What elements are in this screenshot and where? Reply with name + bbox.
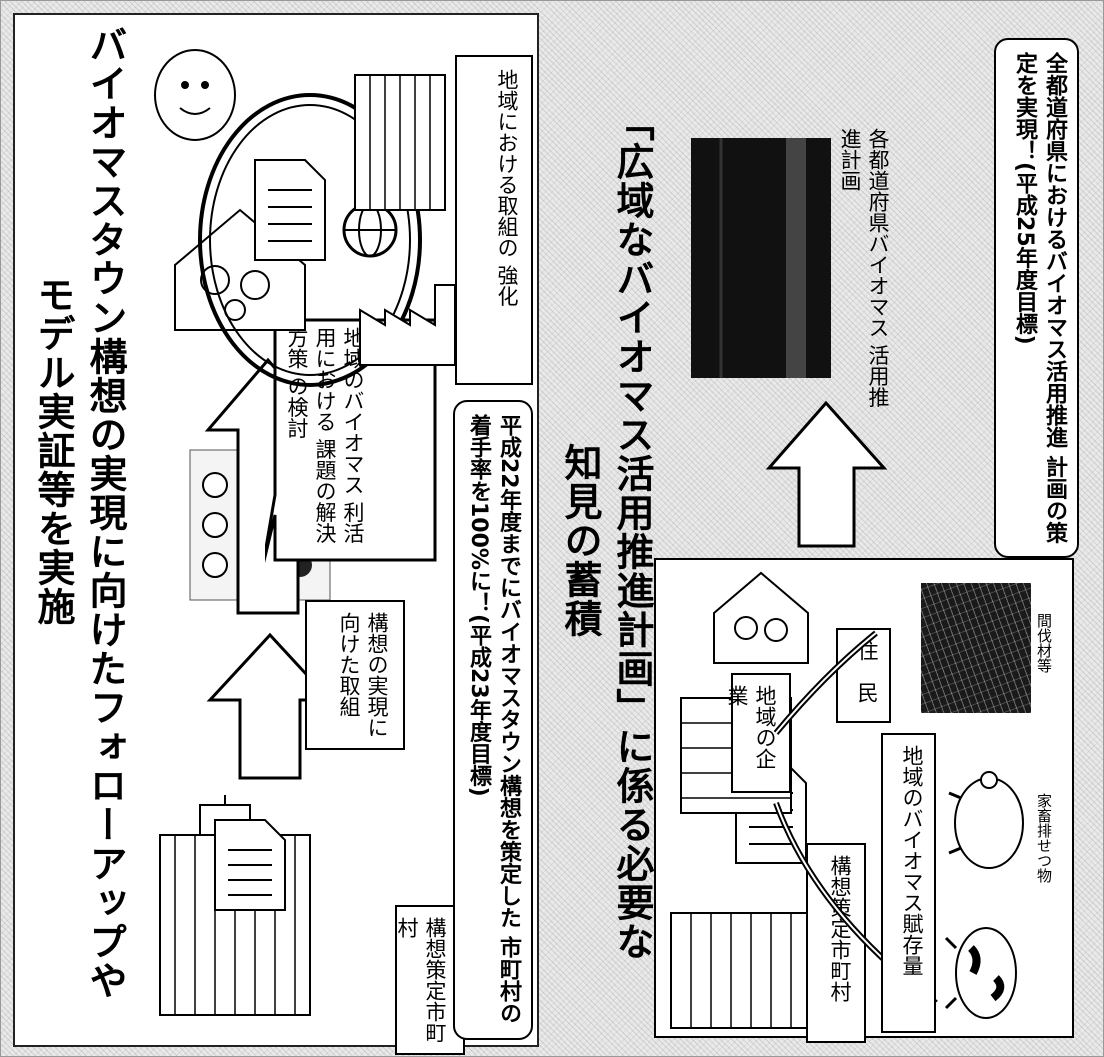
bottom-title-line1: 「広域なバイオマス活用推進計画」に係る必要な (610, 103, 654, 961)
company-label: 地域の企業 (725, 685, 777, 769)
callout-line-3: 課題の解決方策 (285, 327, 337, 544)
family-house-icon (713, 571, 809, 664)
bottom-goal-box: 全都道府県におけるバイオマス活用推進 計画の策定を実現！(平成25年度目標) (994, 38, 1079, 558)
arrow-icon (206, 632, 334, 780)
regional-box: 地域における取組の 強化 (455, 55, 533, 385)
building-icon (354, 74, 446, 211)
book-icon (691, 138, 831, 378)
realization-box: 構想の実現に 向けた取組 (305, 600, 405, 750)
livestock-label: 家畜排せつ物 (1035, 793, 1053, 883)
cow-icon (944, 927, 1017, 1019)
factory-icon (359, 284, 456, 366)
bottom-municipality-label: 構想策定市町村 (828, 855, 852, 1002)
plan-label-2: 活用推進計画 (838, 128, 890, 408)
plan-caption: 各都道府県バイオマス 活用推進計画 (836, 128, 892, 408)
top-goal-line1: 平成22年度までにバイオマスタウン構想を策定した (496, 414, 521, 929)
document-icon (214, 819, 286, 911)
thinning-caption: 間伐材等 (1034, 613, 1054, 713)
top-goal-box: 平成22年度までにバイオマスタウン構想を策定した 市町村の着手率を100%に！(… (453, 400, 533, 1040)
top-title: バイオマスタウン構想の実現に向けたフォローアップや モデル実証等を実施 (27, 25, 131, 1025)
regional-label-1: 地域における取組の (495, 69, 519, 258)
realization-label-1: 構想の実現に (365, 612, 389, 738)
forest-photo (921, 583, 1031, 713)
bottom-goal-line1: 全都道府県におけるバイオマス活用推進 (1042, 52, 1067, 448)
company-box: 地域の企業 (725, 673, 791, 793)
bottom-goal-line2: 計画の策定を実現！(平成25年度目標) (1012, 52, 1067, 544)
realization-label-2: 向けた取組 (337, 612, 361, 717)
top-goal-line2: 市町村の着手率を100%に！(平成23年度目標) (466, 414, 521, 1025)
livestock-caption: 家畜排せつ物 (1034, 793, 1054, 993)
bottom-title: 「広域なバイオマス活用推進計画」に係る必要な 知見の蓄積 (554, 103, 658, 1043)
thinning-label: 間伐材等 (1035, 613, 1053, 673)
bottom-panel: 「広域なバイオマス活用推進計画」に係る必要な 知見の蓄積 構想策定市町村 地域の… (546, 13, 1094, 1043)
stock-label: 地域のバイオマス賦存量 (900, 745, 924, 976)
cycle-ring (198, 93, 422, 387)
pig-icon (948, 771, 1024, 869)
top-title-line2: モデル実証等を実施 (31, 275, 75, 626)
bottom-title-line2: 知見の蓄積 (558, 443, 602, 638)
farmers-icon (154, 49, 236, 141)
plan-label-1: 各都道府県バイオマス (866, 128, 890, 338)
arrow-icon (765, 400, 888, 548)
regional-label-2: 強化 (495, 264, 519, 307)
stock-box: 地域のバイオマス賦存量 (881, 733, 936, 1033)
top-title-line1: バイオマスタウン構想の実現に向けたフォローアップや (83, 25, 127, 1000)
top-municipality-label: 構想策定市町村 (395, 917, 447, 1043)
document-icon (254, 159, 326, 261)
callout-line-2: 利活用における (313, 327, 365, 544)
top-panel: バイオマスタウン構想の実現に向けたフォローアップや モデル実証等を実施 構想策定… (13, 13, 539, 1055)
